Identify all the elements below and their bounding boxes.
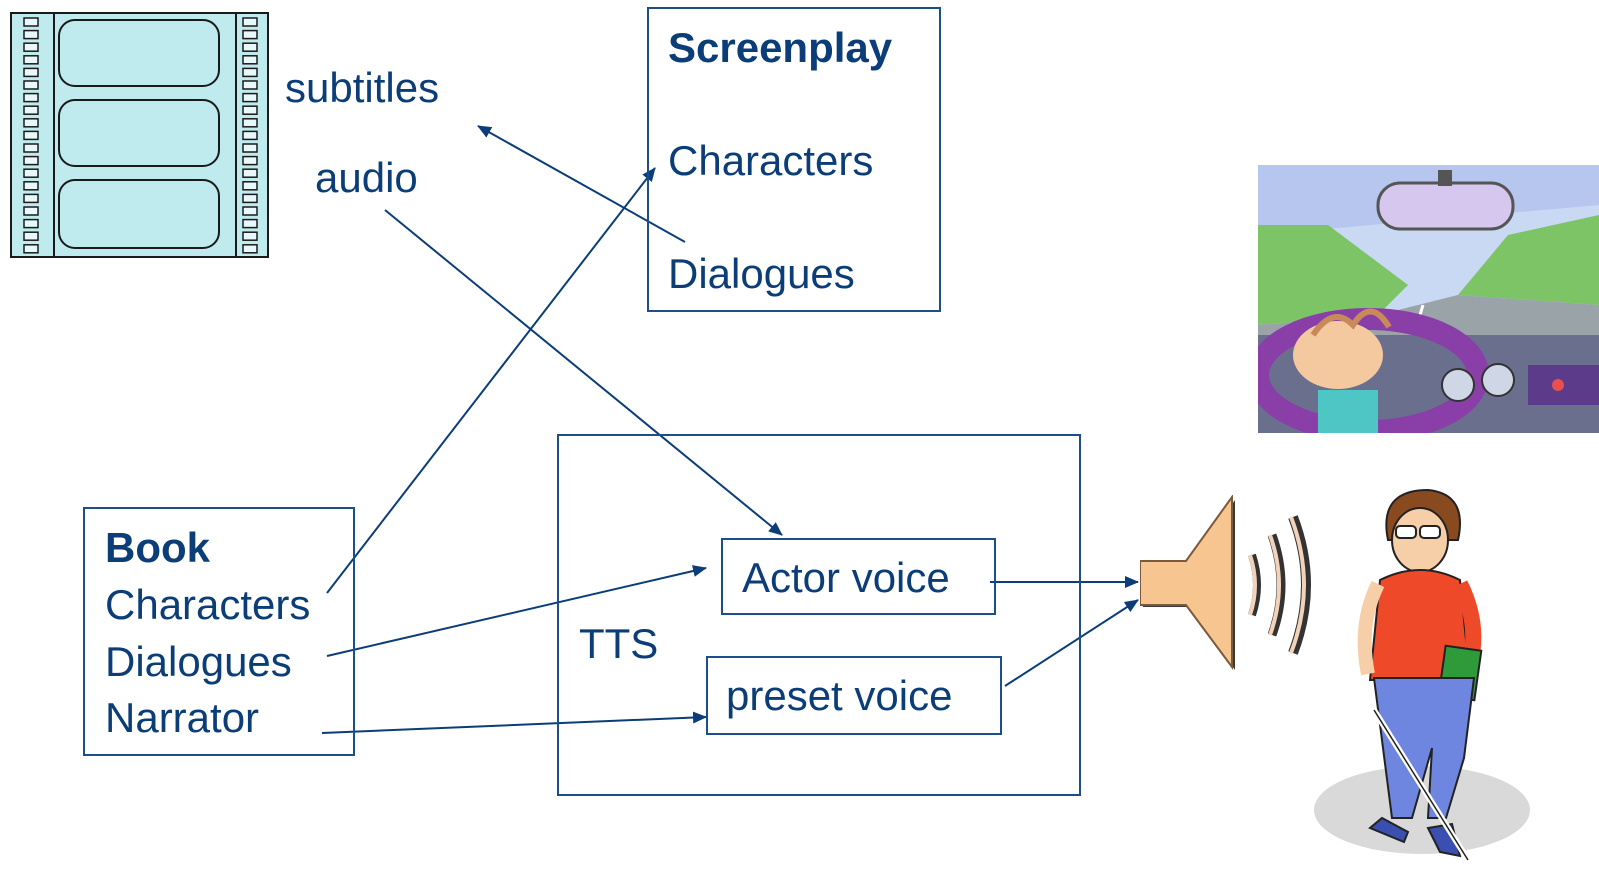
preset-voice-label: preset voice (726, 672, 953, 719)
book-dialogues: Dialogues (105, 638, 292, 685)
book-narrator: Narrator (105, 694, 260, 741)
book-title: Book (105, 524, 210, 571)
speaker-icon (1140, 495, 1311, 671)
tts-box (557, 434, 1081, 796)
arrow-screenplay-dialogues-to-subtitles (477, 125, 686, 243)
screenplay-dialogues: Dialogues (668, 250, 855, 297)
tts-label: TTS (579, 620, 659, 667)
arrow-audio-to-actor-voice (384, 209, 783, 536)
actor-voice-label: Actor voice (742, 554, 950, 601)
arrow-narrator-to-preset-voice (321, 711, 707, 734)
screenplay-characters: Characters (668, 137, 874, 184)
audio-label: audio (315, 154, 418, 201)
car-driving-icon (1258, 165, 1599, 433)
arrow-book-characters-to-screenplay-characters (326, 167, 656, 594)
book-box (83, 507, 355, 756)
subtitles-label: subtitles (285, 64, 440, 111)
arrow-preset-voice-to-speaker (1004, 599, 1139, 687)
arrow-book-dialogues-to-actor-voice (326, 565, 707, 657)
actor-voice-box (721, 538, 996, 615)
screenplay-title: Screenplay (668, 24, 893, 71)
screenplay-box (647, 7, 941, 312)
blind-person-with-cane-icon (1314, 488, 1530, 862)
book-characters: Characters (105, 581, 311, 628)
film-strip-icon (10, 12, 269, 258)
preset-voice-box (706, 656, 1002, 735)
